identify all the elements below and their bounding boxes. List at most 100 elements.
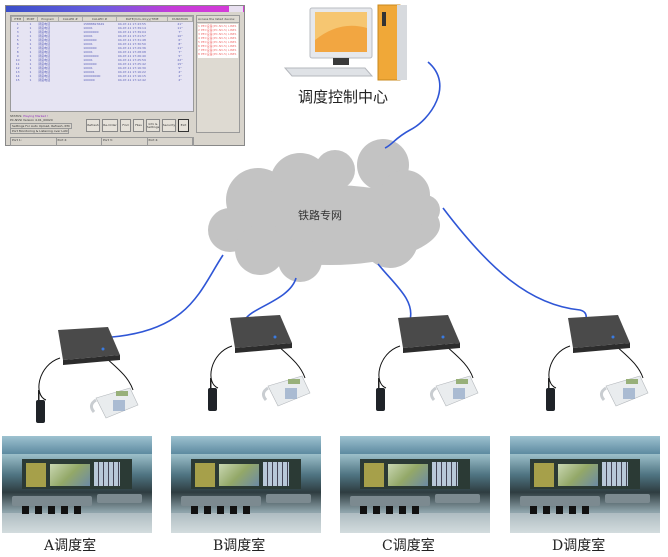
station-b bbox=[208, 315, 311, 411]
column-header[interactable]: ITEM bbox=[11, 16, 25, 22]
dispatch-room-label: B调度室 bbox=[213, 538, 266, 554]
table-cell: 调度电话 bbox=[38, 42, 51, 46]
desk-phone-icon bbox=[89, 387, 139, 419]
column-header[interactable]: Program bbox=[36, 16, 59, 22]
table-cell: 2 bbox=[16, 26, 19, 30]
table-cell: 1000000 bbox=[83, 46, 97, 50]
device-list-item[interactable]: 4 PEC设备(PC-NV-5) LINE1 bbox=[198, 36, 237, 40]
table-cell: 10001 bbox=[83, 50, 93, 54]
port-status-cell: Port 2: bbox=[57, 138, 102, 145]
device-list-item[interactable]: 5 PEC设备(PC-NV-5) LINE1 bbox=[198, 40, 237, 44]
table-cell: 1 bbox=[29, 22, 32, 26]
device-list-item[interactable]: 8 PEC设备(PC-NV-5) LINE1 bbox=[198, 52, 237, 56]
column-header[interactable]: CALLER # bbox=[57, 16, 83, 22]
status-value: Playing Marked ! bbox=[23, 114, 49, 118]
desk-phone-icon bbox=[599, 375, 649, 407]
window-controls[interactable] bbox=[229, 6, 243, 12]
gateway-device-icon bbox=[568, 315, 630, 353]
device-list-item[interactable]: 7 PEC设备(PC-NV-5) LINE1 bbox=[198, 48, 237, 52]
table-cell: 10000000 bbox=[83, 54, 99, 58]
table-cell: 10001 bbox=[83, 66, 93, 70]
column-header[interactable]: PORT bbox=[23, 16, 38, 22]
room-detail bbox=[191, 506, 251, 514]
table-cell: 04-07-11 17:30:50 bbox=[117, 42, 146, 46]
table-cell: 调度电话 bbox=[38, 30, 51, 34]
table-cell: 15 bbox=[15, 78, 20, 82]
room-detail bbox=[219, 464, 259, 486]
table-cell: 1 bbox=[29, 38, 32, 42]
toolbar-button-re-order[interactable]: Re-Order bbox=[102, 119, 118, 132]
table-cell: 6" bbox=[178, 38, 182, 42]
room-detail bbox=[558, 464, 598, 486]
room-detail bbox=[340, 436, 490, 454]
device-list-item[interactable]: 1 PEC设备(PC-NV-5) LINE1 bbox=[198, 24, 237, 28]
port-monitoring-checkbox[interactable]: Port Monitoring & Listening over LAN bbox=[10, 128, 70, 134]
dispatch-room-photo bbox=[171, 436, 321, 533]
room-detail bbox=[510, 513, 660, 533]
toolbar-button-security[interactable]: Security bbox=[162, 119, 176, 132]
station-c bbox=[376, 315, 479, 411]
room-detail bbox=[97, 494, 142, 503]
table-cell: 04-07-11 17:43:55 bbox=[117, 22, 146, 26]
table-cell: 1 bbox=[29, 58, 32, 62]
room-detail bbox=[435, 494, 480, 503]
table-cell: 5" bbox=[178, 54, 182, 58]
toolbar-button-info-settings[interactable]: Info & Settings bbox=[146, 119, 160, 132]
room-detail bbox=[605, 494, 650, 503]
table-cell: 10 bbox=[15, 58, 20, 62]
table-cell: 调度电话 bbox=[38, 38, 51, 42]
dispatch-room-label: C调度室 bbox=[382, 538, 435, 554]
room-detail bbox=[534, 463, 554, 487]
toolbar-button-refresh[interactable]: Refresh bbox=[86, 119, 100, 132]
station-d bbox=[546, 315, 649, 411]
table-cell: 04-07-11 17:39:14 bbox=[117, 26, 146, 30]
device-list-item[interactable]: 6 PEC设备(PC-NV-5) LINE1 bbox=[198, 44, 237, 48]
table-cell: 100000000 bbox=[83, 74, 101, 78]
device-list-item[interactable]: 2 PEC设备(PC-NV-5) LINE1 bbox=[198, 28, 237, 32]
room-detail bbox=[263, 462, 289, 486]
table-cell: 41" bbox=[177, 22, 183, 26]
table-cell: 调度电话 bbox=[38, 58, 51, 62]
table-cell: 1 bbox=[29, 50, 32, 54]
toolbar-button-exit[interactable]: Exit bbox=[178, 119, 189, 132]
table-cell: 14 bbox=[15, 74, 20, 78]
table-cell: 9 bbox=[16, 54, 19, 58]
table-cell: 调度电话 bbox=[38, 54, 51, 58]
station-a bbox=[36, 327, 139, 423]
table-cell: 04-07-11 17:16:15 bbox=[117, 74, 146, 78]
link-cloud-to-b bbox=[244, 277, 297, 321]
table-cell: 1 bbox=[29, 30, 32, 34]
room-detail bbox=[388, 464, 428, 486]
table-cell: 11" bbox=[177, 26, 183, 30]
room-detail bbox=[266, 494, 311, 503]
column-header[interactable]: DURATION bbox=[166, 16, 193, 22]
device-list-item[interactable]: 3 PEC设备(PC-NV-5) LINE1 bbox=[198, 32, 237, 36]
port-status-cell: Port 1: bbox=[11, 138, 57, 145]
dispatch-room-photo bbox=[340, 436, 490, 533]
toolbar-button-find[interactable]: Find bbox=[120, 119, 131, 132]
room-detail bbox=[2, 436, 152, 454]
table-cell: 04-07-11 17:25:59 bbox=[117, 58, 146, 62]
table-cell: 100000 bbox=[83, 78, 95, 82]
table-cell: 1 bbox=[29, 54, 32, 58]
toolbar-button-files[interactable]: Files bbox=[133, 119, 144, 132]
room-detail bbox=[12, 496, 92, 506]
table-cell: 5" bbox=[178, 66, 182, 70]
